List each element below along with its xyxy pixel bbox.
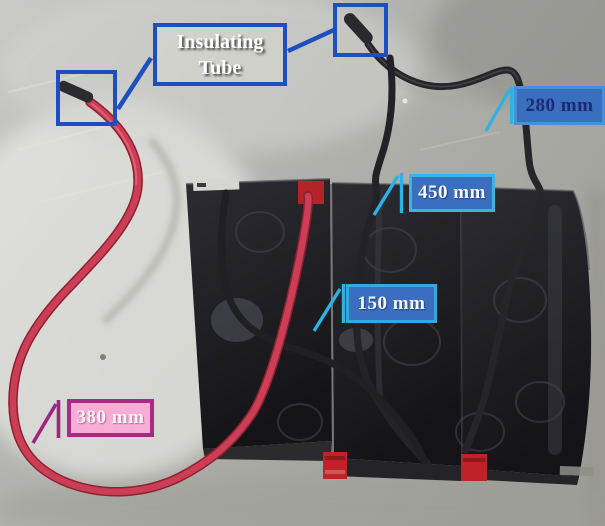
insulating-tube-leader-left [116,56,153,111]
measurement-380mm-label: 380 mm [76,407,145,428]
wire-shadows [101,76,496,325]
leader-280mm [484,87,514,132]
red-wire [8,97,314,497]
measurement-150mm-label: 150 mm [357,292,426,314]
battery-label-gray [559,466,594,477]
measurement-450mm: 450 mm [409,174,495,212]
insulating-tube-leader-right [287,26,337,54]
black-wire-middle [353,54,432,468]
battery-label-white [192,178,240,191]
leader-380mm [31,400,61,444]
black-wires [218,40,545,468]
leader-lines [31,26,514,444]
battery-sticker-red-middle [323,452,347,479]
leader-450mm [372,173,404,216]
table-speck [100,354,106,360]
insulating-tube-label-line2: Tube [198,56,242,79]
battery-sticker-red-right [461,454,487,481]
table-speck-light [402,98,408,104]
measurement-450mm-label: 450 mm [418,182,486,203]
measurement-150mm: 150 mm [346,284,437,323]
measurement-380mm: 380 mm [67,399,154,437]
measurement-280mm: 280 mm [514,86,605,125]
insulating-tube-callout: Insulating Tube [153,23,287,86]
black-wire-tube-tip [343,13,373,44]
red-wire-tube-tip [58,80,94,103]
battery-highlights [211,183,562,466]
battery-right [459,186,592,485]
black-wire-left [218,189,428,464]
insulating-tube-label-line1: Insulating [176,30,264,53]
insulating-tube-box-right [333,3,388,57]
insulating-tube-box-left [56,70,117,126]
measurement-280mm-label: 280 mm [525,94,594,116]
leader-150mm [312,284,346,332]
battery-label-marks [197,183,206,187]
